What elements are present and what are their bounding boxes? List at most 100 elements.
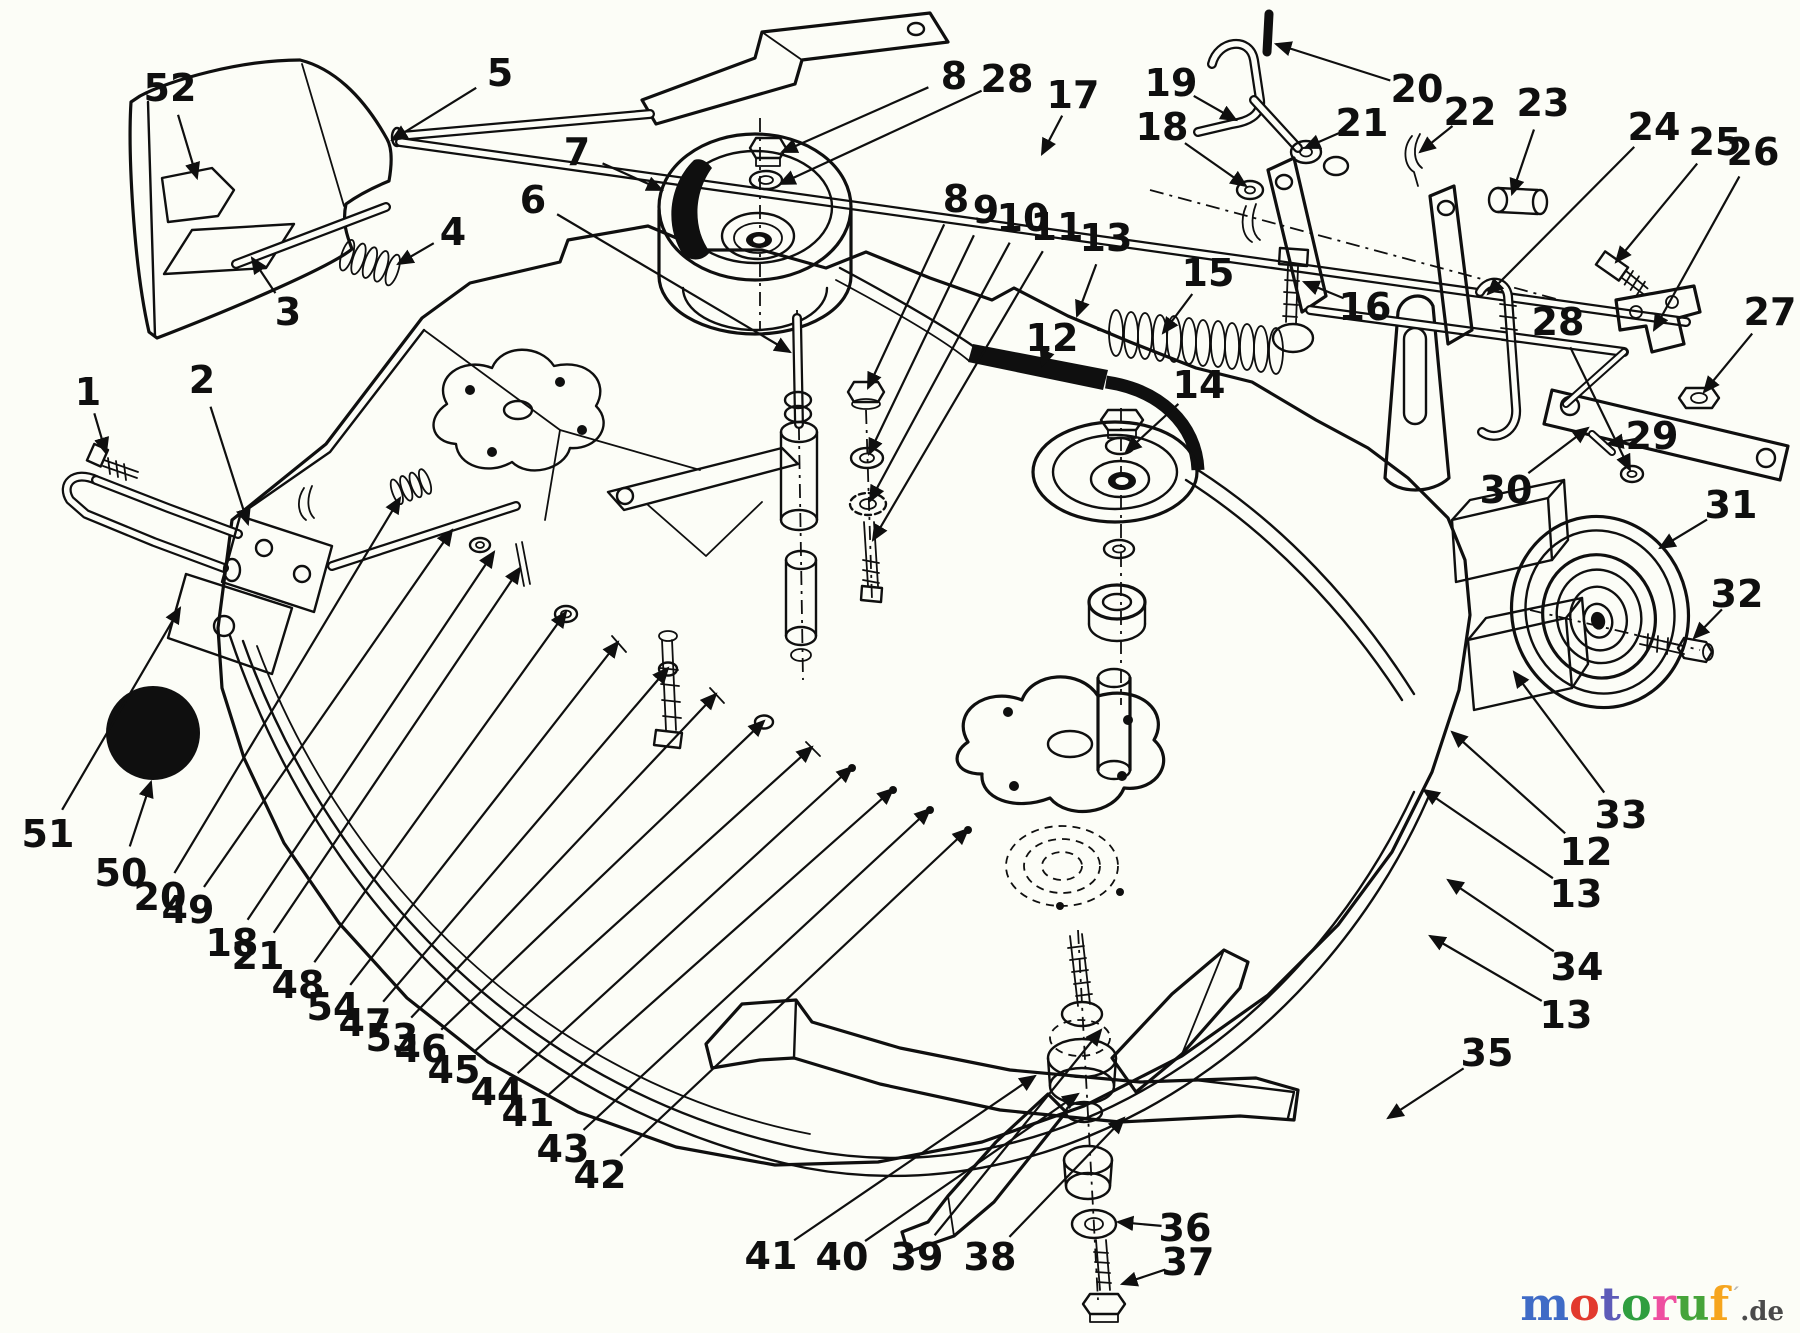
part-callout-8: 8	[941, 54, 967, 98]
leader-line-22	[1418, 125, 1454, 154]
leader-line-32	[1692, 608, 1723, 640]
part-callout-4: 4	[440, 210, 466, 254]
part-callout-30: 30	[1480, 468, 1533, 512]
part-callout-14: 14	[1173, 363, 1226, 407]
leader-line-13	[1428, 934, 1543, 1002]
long-bolt	[659, 639, 682, 731]
part-callout-9: 9	[973, 188, 999, 232]
part-callout-16: 16	[1339, 285, 1392, 329]
bracket-26	[1614, 284, 1702, 354]
part-callout-43: 43	[537, 1127, 590, 1171]
part-callout-47: 47	[339, 1001, 392, 1045]
leader-line-45	[474, 745, 814, 1053]
spindle-nut	[1099, 408, 1145, 432]
leader-line-24	[1486, 146, 1636, 296]
part-callout-7: 7	[564, 130, 590, 174]
part-callout-21: 21	[1336, 101, 1389, 145]
leader-line-39	[933, 1028, 1103, 1236]
part-callout-40: 40	[816, 1235, 869, 1279]
leader-line-37	[1119, 1268, 1166, 1287]
leader-line-44	[516, 765, 854, 1074]
part-callout-54: 54	[307, 985, 360, 1029]
part-callout-27: 27	[1744, 290, 1797, 334]
eye-bolt-16	[1271, 246, 1315, 354]
part-callout-44: 44	[471, 1070, 524, 1114]
leader-line-41	[548, 787, 895, 1096]
part-callout-18: 18	[1136, 105, 1189, 149]
part-callout-18: 18	[206, 921, 259, 965]
logo-letter: o	[1569, 1277, 1600, 1331]
washer-10	[848, 491, 888, 517]
tension-spring-15	[1097, 309, 1284, 375]
idler-arm	[390, 11, 950, 148]
part-callout-53: 53	[366, 1016, 419, 1060]
leader-line-10	[868, 242, 1011, 503]
leader-line-42	[619, 827, 970, 1157]
spindle-shaft	[1067, 933, 1093, 1007]
part-callout-8: 8	[943, 177, 969, 221]
part-callout-37: 37	[1162, 1240, 1215, 1284]
spindle-hump	[955, 675, 1166, 813]
part-callout-24: 24	[1628, 105, 1681, 149]
leader-line-23	[1509, 129, 1536, 197]
part-callout-1: 1	[75, 370, 101, 414]
part-callout-45: 45	[428, 1048, 481, 1092]
logo-letter: u	[1675, 1277, 1710, 1331]
site-logo[interactable]: motoruf´.de	[1520, 1281, 1784, 1327]
height-lever-assembly	[61, 442, 531, 780]
leader-line-28	[1569, 346, 1631, 472]
logo-letter: f	[1709, 1277, 1730, 1331]
leader-line-33	[1512, 670, 1606, 794]
leader-line-18	[1184, 142, 1248, 188]
part-callout-13: 13	[1080, 216, 1133, 260]
logo-suffix: .de	[1740, 1297, 1784, 1327]
part-callout-23: 23	[1517, 81, 1570, 125]
part-callout-36: 36	[1159, 1206, 1212, 1250]
part-callout-33: 33	[1595, 793, 1648, 837]
leader-line-1	[93, 413, 110, 456]
leader-line-4	[396, 242, 435, 266]
logo-tick: ´	[1730, 1283, 1741, 1307]
part-callout-20: 20	[1391, 67, 1444, 111]
leader-line-6	[556, 213, 792, 354]
small-spring	[389, 468, 433, 506]
part-callout-34: 34	[1551, 945, 1604, 989]
leader-line-31	[1658, 518, 1708, 550]
belt-guide-rod-17	[395, 137, 1691, 327]
part-callout-39: 39	[891, 1235, 944, 1279]
idler-pulley-7	[657, 118, 853, 336]
part-callout-13: 13	[1540, 993, 1593, 1037]
leader-line-14	[1124, 403, 1180, 454]
cotter-pin-18	[1241, 203, 1261, 243]
leader-line-16	[1301, 280, 1345, 300]
leader-line-13	[1075, 263, 1098, 319]
bolt-25	[1594, 250, 1649, 297]
part-callout-10: 10	[997, 196, 1050, 240]
leader-line-38	[1008, 1116, 1126, 1238]
leader-line-35	[1386, 1067, 1465, 1120]
part-callout-52: 52	[144, 66, 197, 110]
spindle-assembly-14	[955, 408, 1199, 910]
logo-letter: t	[1599, 1277, 1622, 1331]
part-callout-21: 21	[232, 934, 285, 978]
leader-line-21	[1302, 130, 1343, 150]
leader-line-30	[1527, 426, 1590, 474]
part-callout-31: 31	[1705, 483, 1758, 527]
part-callout-41: 41	[745, 1234, 798, 1278]
part-callout-41: 41	[502, 1091, 555, 1135]
leader-line-51	[61, 606, 182, 811]
leader-line-27	[1702, 332, 1754, 394]
leader-line-2	[209, 406, 251, 527]
part-callout-42: 42	[574, 1153, 627, 1197]
bolt-11	[862, 521, 880, 587]
leader-line-49	[203, 528, 454, 888]
leader-line-50	[128, 779, 154, 847]
leader-line-9	[868, 234, 975, 456]
leader-line-19	[1193, 94, 1238, 122]
part-callout-26: 26	[1727, 130, 1780, 174]
part-callout-22: 22	[1444, 90, 1497, 134]
right-hardware	[1509, 250, 1790, 710]
bearing	[1087, 583, 1147, 621]
hanger-strap-2	[1428, 184, 1474, 346]
